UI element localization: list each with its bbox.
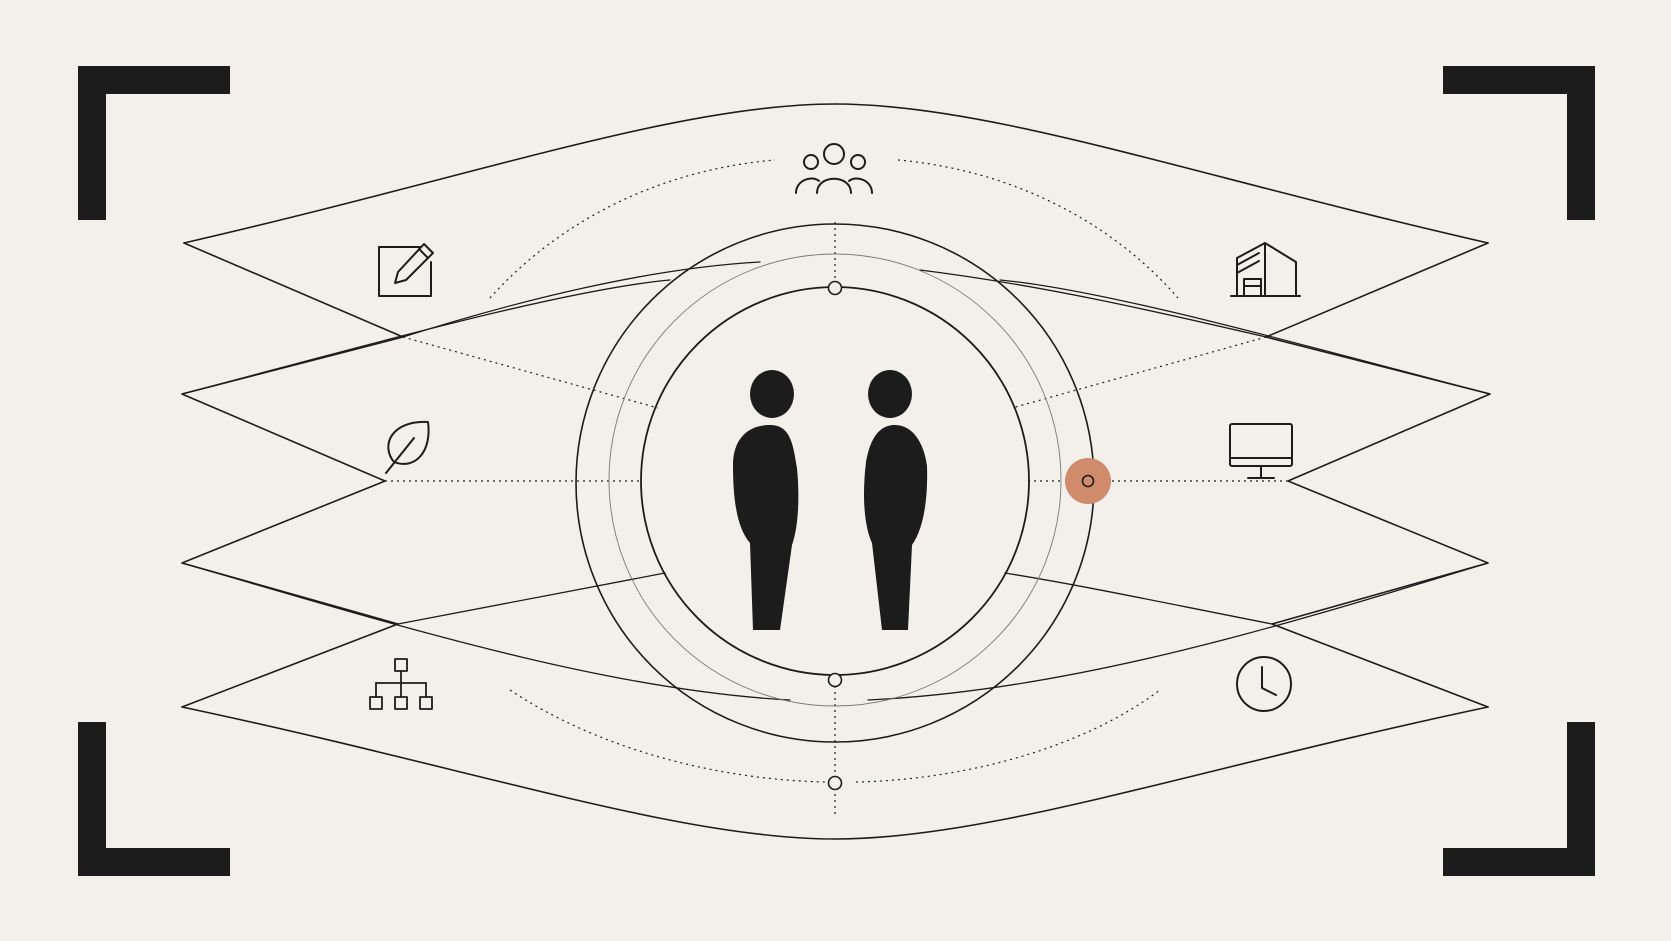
leaf-icon <box>385 420 430 474</box>
clock-icon <box>1236 656 1292 712</box>
outline-bottom-curve <box>181 706 1489 840</box>
ring-nodes <box>827 280 1111 791</box>
person-right-icon <box>864 370 928 630</box>
sweep-lower-right <box>1004 572 1273 625</box>
corner-bracket-bottom-left <box>78 722 230 876</box>
node-lower-axis <box>827 775 843 791</box>
monitor-icon <box>1229 423 1293 479</box>
highlight-node-halo <box>1065 458 1111 504</box>
corner-bracket-bottom-right <box>1443 722 1595 876</box>
dotted-arc-bottom-right <box>855 689 1161 783</box>
person-left-body <box>733 425 799 630</box>
highlight-node-center <box>1081 474 1095 488</box>
corner-brackets <box>78 66 1595 876</box>
group-icon <box>795 143 873 194</box>
corner-bracket-top-left <box>78 66 230 220</box>
ring-middle <box>608 253 1062 707</box>
dotted-diagonal-right <box>1011 336 1267 409</box>
sweep-upper-left-band <box>181 279 671 395</box>
node-bottom <box>827 672 843 688</box>
sweep-upper-right <box>919 269 1267 338</box>
dotted-diagonal-left <box>402 336 659 409</box>
sweep-upper-left <box>402 261 761 338</box>
dotted-guides <box>385 159 1288 818</box>
sweep-lower-left-band <box>181 562 791 701</box>
dotted-arc-top-right <box>897 159 1179 299</box>
node-top <box>827 280 843 296</box>
person-left-icon <box>733 370 799 630</box>
org-chart-icon <box>369 658 433 710</box>
person-right-head <box>868 370 912 418</box>
sweep-lower-left <box>397 572 666 625</box>
edit-icon <box>378 243 434 297</box>
sweep-lines <box>181 261 1491 701</box>
building-icon <box>1230 242 1301 297</box>
people-figures <box>733 370 928 630</box>
outline-top-curve <box>183 103 1489 244</box>
sweep-upper-right-band <box>999 279 1491 395</box>
person-right-body <box>864 425 928 630</box>
corner-bracket-top-right <box>1443 66 1595 220</box>
dotted-arc-bottom-left <box>509 689 827 783</box>
sweep-lower-right-band <box>867 562 1489 701</box>
surrounding-icons <box>369 143 1301 712</box>
person-left-head <box>750 370 794 418</box>
